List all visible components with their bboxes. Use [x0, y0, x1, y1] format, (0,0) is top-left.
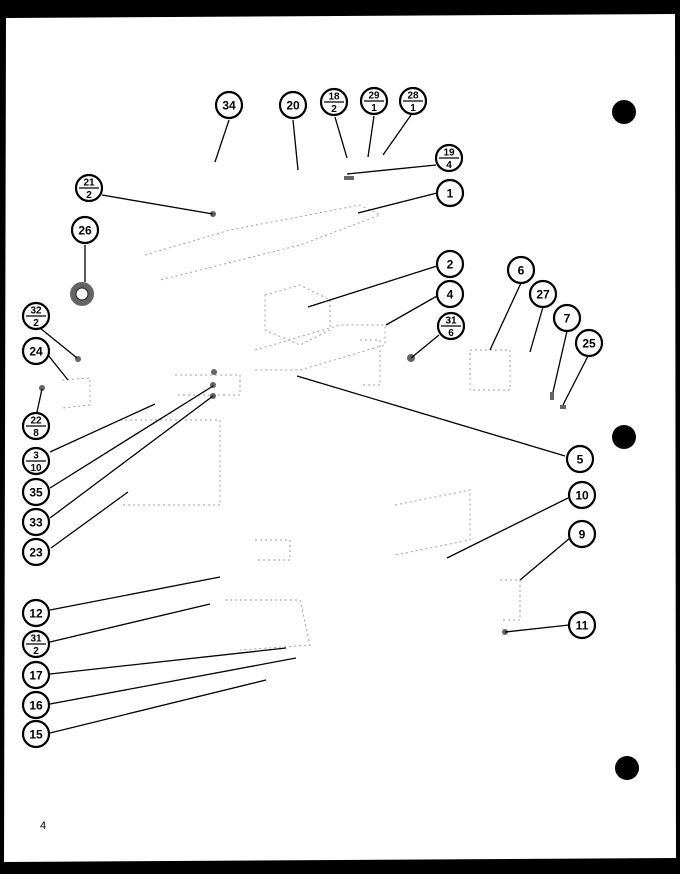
faded-assembly-drawing — [39, 176, 566, 651]
callout-7-label: 7 — [564, 312, 571, 326]
callout-29-1-denominator: 1 — [371, 103, 377, 114]
callout-24-label: 24 — [29, 345, 43, 359]
callout-25-label: 25 — [582, 337, 596, 351]
callout-16[interactable]: 16 — [21, 690, 51, 720]
callout-2-label: 2 — [447, 258, 454, 272]
paper-page — [4, 14, 676, 862]
punch-hole-middle — [612, 425, 636, 449]
callout-17[interactable]: 17 — [21, 660, 51, 690]
callout-29-1[interactable]: 29 1 — [359, 86, 389, 116]
callout-26-label: 26 — [78, 224, 92, 238]
callout-12-label: 12 — [29, 607, 43, 621]
callout-2[interactable]: 2 — [435, 249, 465, 279]
callout-31-2[interactable]: 31 2 — [21, 629, 51, 659]
callout-3-10-denominator: 10 — [30, 463, 42, 474]
callout-35[interactable]: 35 — [21, 477, 51, 507]
callout-32-2[interactable]: 32 2 — [21, 301, 51, 331]
callout-34-label: 34 — [222, 99, 236, 113]
callout-31-2-numerator: 31 — [30, 634, 42, 645]
callout-4-label: 4 — [447, 288, 454, 302]
callout-31-6-denominator: 6 — [448, 328, 454, 339]
callout-24[interactable]: 24 — [21, 336, 51, 366]
callout-21-2-numerator: 21 — [83, 178, 95, 189]
callout-22-8-numerator: 22 — [30, 416, 42, 427]
callout-21-2-denominator: 2 — [86, 190, 92, 201]
callout-16-label: 16 — [29, 699, 43, 713]
leader-lines — [36, 114, 589, 734]
callout-25[interactable]: 25 — [574, 328, 604, 358]
callout-4[interactable]: 4 — [435, 279, 465, 309]
callout-22-8-denominator: 8 — [33, 428, 39, 439]
callout-29-1-numerator: 29 — [368, 91, 380, 102]
callout-17-label: 17 — [29, 669, 43, 683]
callout-11-label: 11 — [576, 619, 589, 633]
callout-32-2-denominator: 2 — [33, 318, 39, 329]
callout-18-2-denominator: 2 — [331, 104, 337, 115]
punch-hole-bottom — [615, 756, 639, 780]
punch-hole-top — [612, 100, 636, 124]
callout-12[interactable]: 12 — [21, 598, 51, 628]
page-number: 4 — [40, 820, 46, 832]
callout-6[interactable]: 6 — [506, 255, 536, 285]
callout-1-label: 1 — [447, 187, 454, 201]
callout-22-8[interactable]: 22 8 — [21, 411, 51, 441]
callout-27-label: 27 — [536, 288, 550, 302]
callout-34[interactable]: 34 — [214, 90, 244, 120]
callout-3-10-numerator: 3 — [33, 451, 39, 462]
callout-9-label: 9 — [579, 528, 586, 542]
callout-5-label: 5 — [577, 453, 584, 467]
callout-28-1[interactable]: 28 1 — [398, 86, 428, 116]
callout-11[interactable]: 11 — [567, 610, 597, 640]
callout-21-2[interactable]: 21 2 — [74, 173, 104, 203]
callout-18-2[interactable]: 18 2 — [319, 87, 349, 117]
callout-10-label: 10 — [575, 489, 589, 503]
callout-15[interactable]: 15 — [21, 719, 51, 749]
callout-28-1-denominator: 1 — [410, 103, 416, 114]
callout-10[interactable]: 10 — [567, 480, 597, 510]
callout-33[interactable]: 33 — [21, 507, 51, 537]
callout-5[interactable]: 5 — [565, 444, 595, 474]
callout-35-label: 35 — [29, 486, 43, 500]
callout-19-4-numerator: 19 — [443, 148, 455, 159]
callout-19-4[interactable]: 19 4 — [434, 143, 464, 173]
callout-31-6-numerator: 31 — [445, 316, 457, 327]
callout-18-2-numerator: 18 — [328, 92, 340, 103]
callout-9[interactable]: 9 — [567, 519, 597, 549]
callout-7[interactable]: 7 — [552, 303, 582, 333]
callout-3-10[interactable]: 3 10 — [21, 446, 51, 476]
callout-20-label: 20 — [286, 99, 300, 113]
callout-23-label: 23 — [29, 546, 43, 560]
callout-15-label: 15 — [29, 728, 43, 742]
callout-31-6[interactable]: 31 6 — [436, 311, 466, 341]
callout-28-1-numerator: 28 — [407, 91, 419, 102]
callout-20[interactable]: 20 — [278, 90, 308, 120]
callout-27[interactable]: 27 — [528, 279, 558, 309]
callout-32-2-numerator: 32 — [30, 306, 42, 317]
callout-26[interactable]: 26 — [70, 215, 100, 245]
callout-19-4-denominator: 4 — [446, 160, 452, 171]
callout-6-label: 6 — [518, 264, 525, 278]
callout-1[interactable]: 1 — [435, 178, 465, 208]
callout-23[interactable]: 23 — [21, 537, 51, 567]
callout-31-2-denominator: 2 — [33, 646, 39, 657]
callout-33-label: 33 — [29, 516, 43, 530]
